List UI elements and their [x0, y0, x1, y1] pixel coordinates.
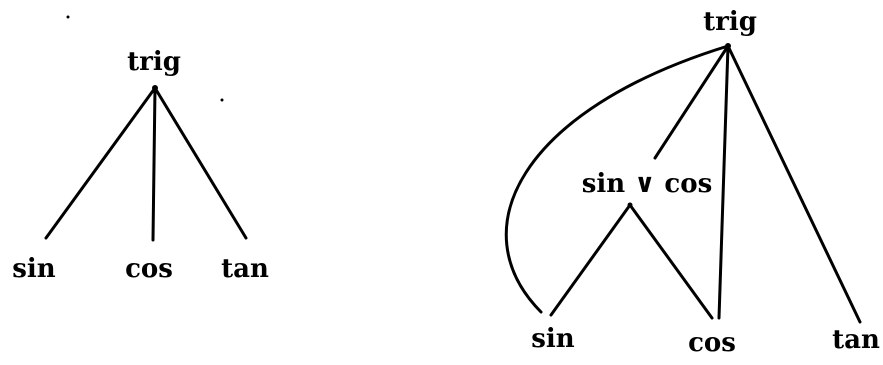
right-root-label: trig [703, 7, 757, 37]
right-root-dot [725, 43, 731, 49]
left-edge-trig-cos [151, 86, 157, 242]
scan-speck-1 [66, 15, 70, 19]
right-lattice: trig sin ∨ cos sin cos tan [504, 7, 880, 358]
right-edge-trig-sinvcos [653, 44, 730, 160]
left-root-dot [152, 85, 158, 91]
left-leaf-sin-label: sin [12, 254, 56, 284]
right-intermediate-dot [627, 202, 633, 208]
right-leaf-tan-label: tan [832, 325, 880, 355]
right-leaf-sin-label: sin [531, 324, 575, 354]
right-edge-trig-tan [726, 44, 862, 324]
right-edge-sinvcos-sin [549, 203, 632, 317]
right-intermediate-label: sin ∨ cos [582, 169, 712, 199]
left-edge-trig-tan [153, 86, 248, 240]
left-leaf-cos-label: cos [125, 254, 173, 284]
right-edge-sinvcos-cos [628, 203, 714, 320]
left-tree: trig sin cos tan [12, 47, 269, 284]
left-edge-trig-sin [44, 86, 157, 240]
scan-speck-2 [220, 98, 224, 102]
left-leaf-tan-label: tan [221, 254, 269, 284]
right-leaf-cos-label: cos [688, 328, 736, 358]
left-root-label: trig [127, 47, 181, 77]
right-edge-trig-cos [717, 44, 730, 320]
right-edge-trig-sin-curve [504, 44, 730, 314]
